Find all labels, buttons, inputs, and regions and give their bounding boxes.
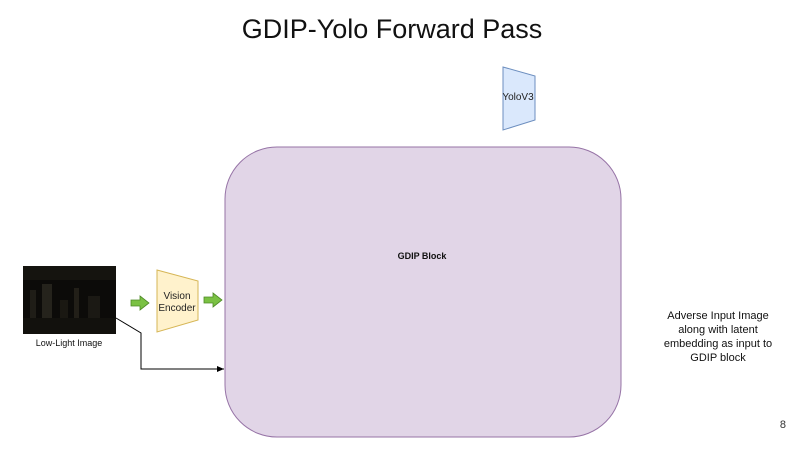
annotation-text: Adverse Input Image along with latent em… [648, 309, 788, 365]
annotation-line1: Adverse Input Image [667, 310, 769, 322]
vision-encoder-label-line2: Encoder [158, 303, 196, 314]
slide-title: GDIP-Yolo Forward Pass [241, 14, 543, 44]
vision-encoder-block [156, 269, 199, 333]
vision-encoder-label-line1: Vision [163, 291, 191, 302]
yolov3-label: YoloV3 [502, 92, 534, 103]
annotation-line4: GDIP block [690, 352, 746, 364]
green-arrow-encoder-to-gdip [203, 292, 223, 308]
green-arrow-image-to-encoder [130, 295, 150, 311]
gdip-block-label: GDIP Block [397, 251, 447, 261]
image-to-gdip-connector [115, 317, 224, 372]
annotation-line2: along with latent [678, 324, 758, 336]
low-light-image [23, 266, 116, 334]
low-light-image-caption: Low-Light Image [35, 338, 103, 348]
yolov3-block [502, 66, 536, 131]
annotation-line3: embedding as input to [663, 338, 773, 350]
gdip-block [224, 146, 622, 438]
page-number: 8 [779, 419, 786, 431]
vision-encoder-label: Vision Encoder [155, 291, 199, 315]
